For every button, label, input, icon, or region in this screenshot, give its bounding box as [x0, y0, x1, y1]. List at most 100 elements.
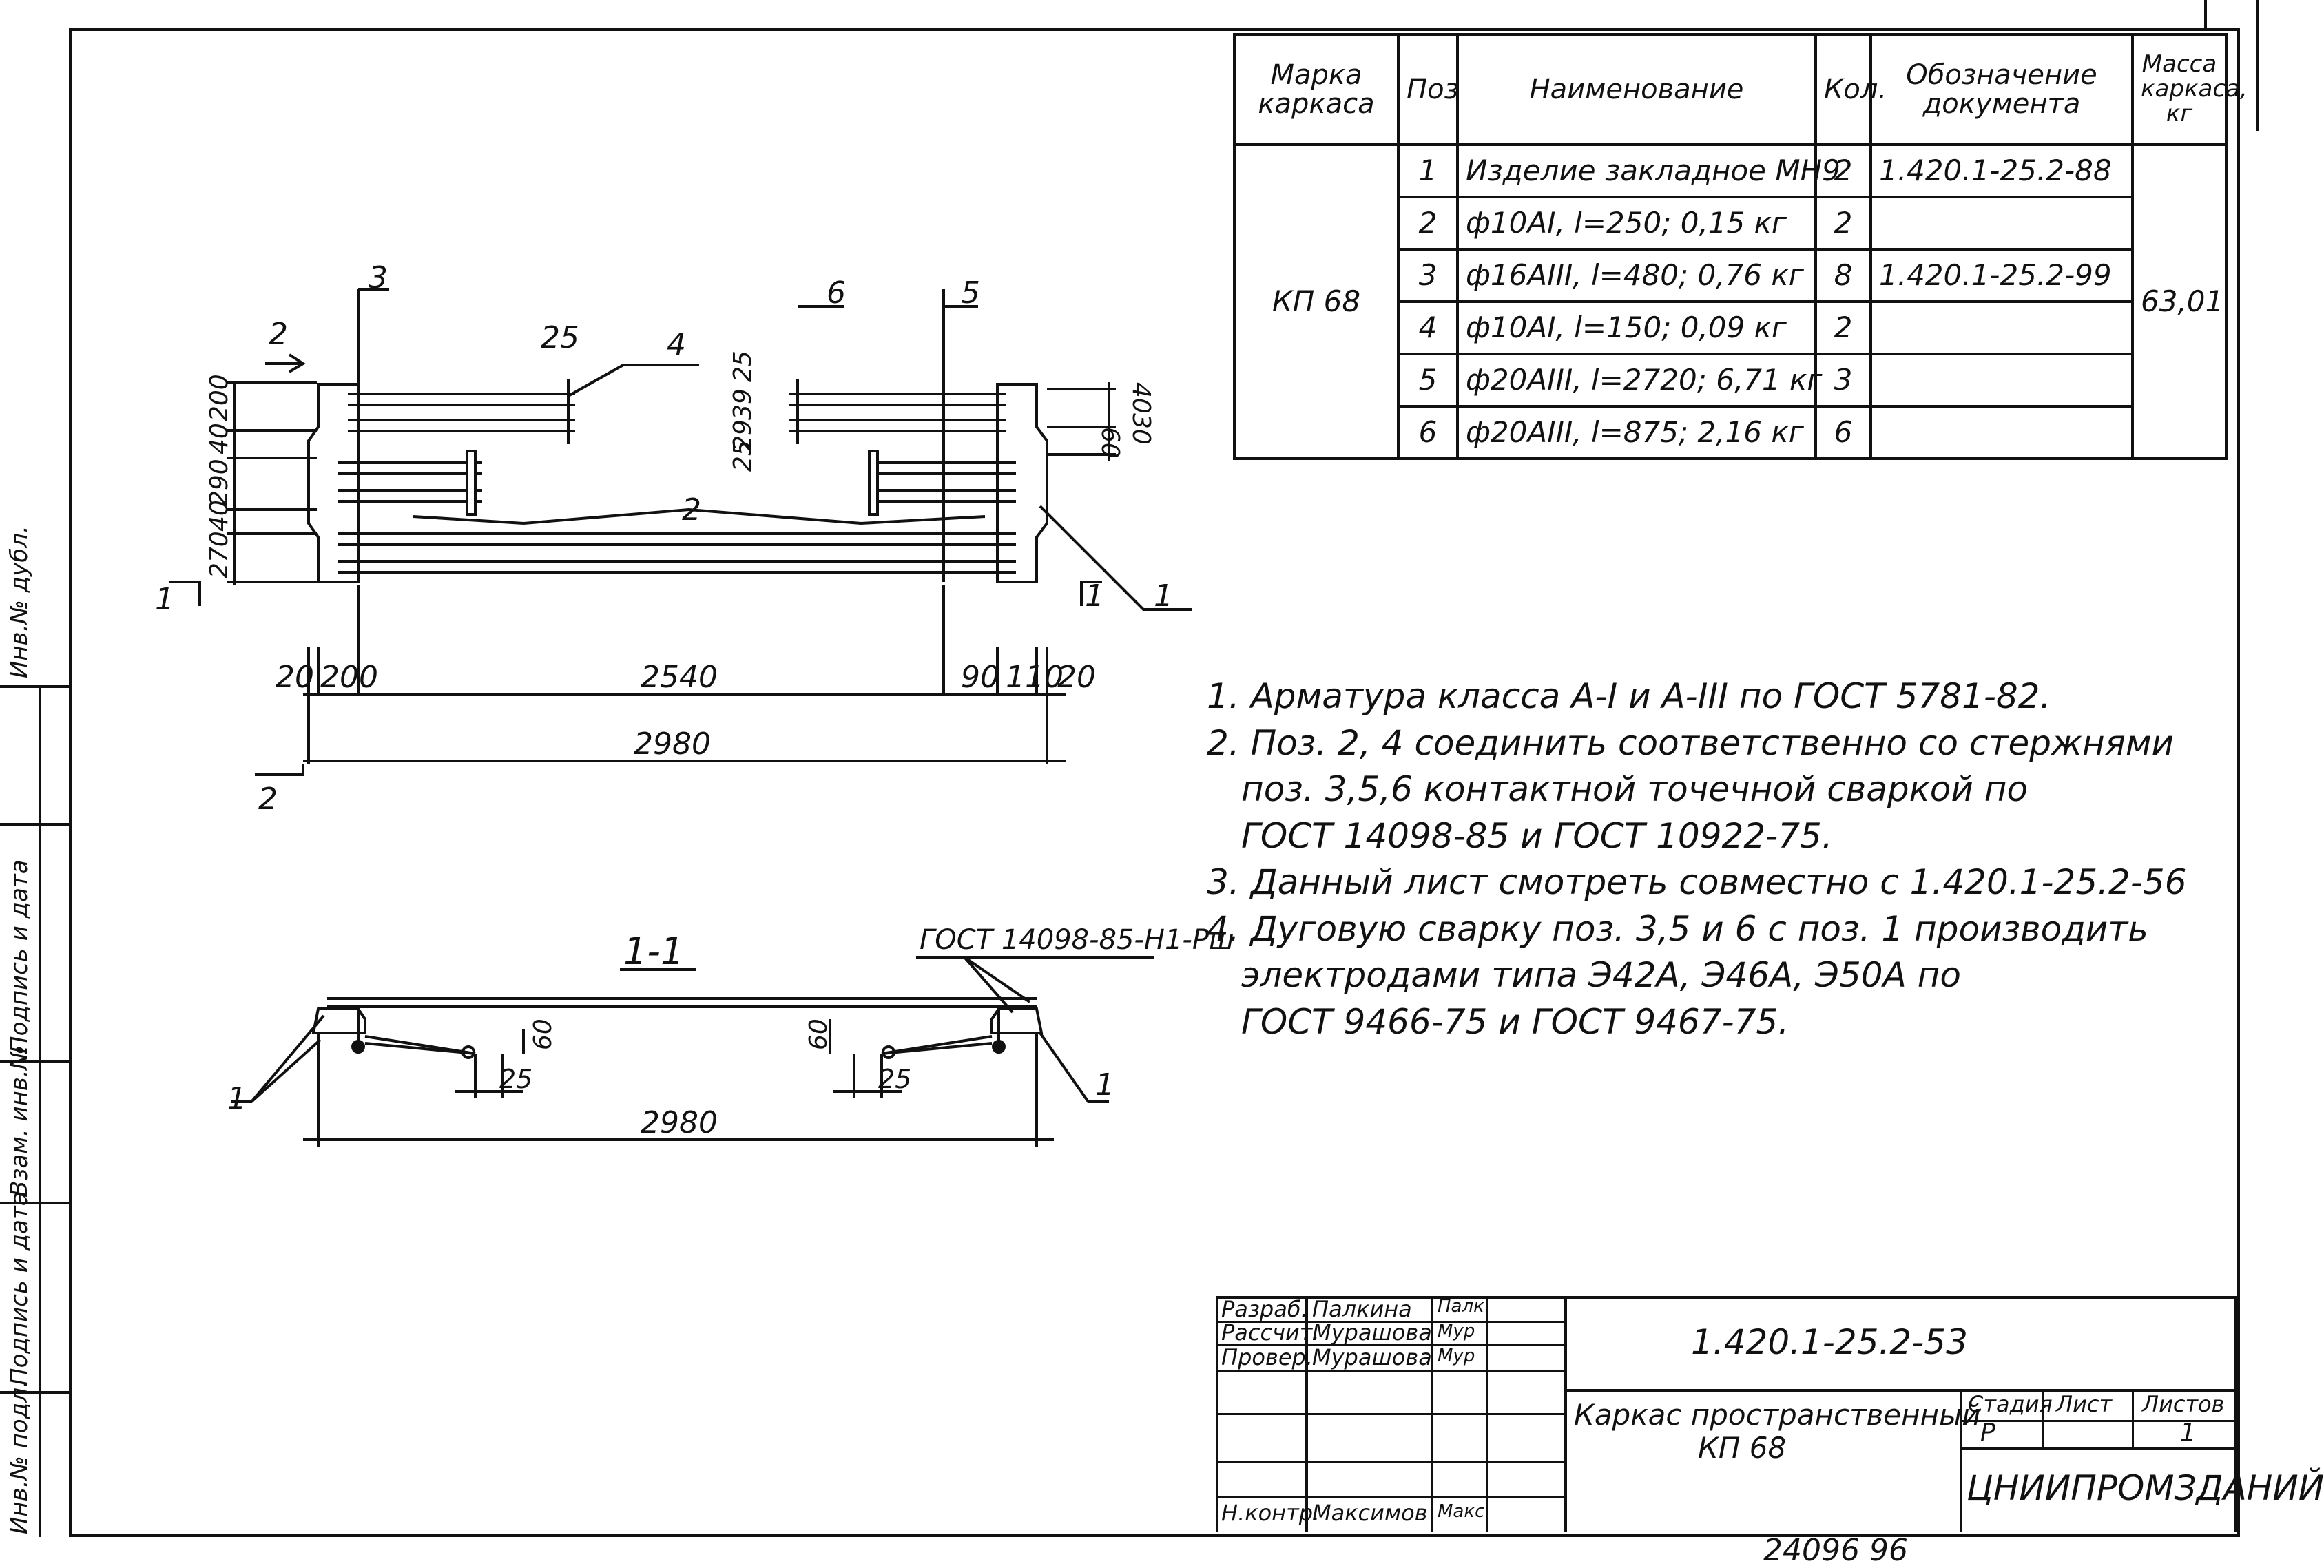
archive-number: 24096 96: [1763, 1533, 1908, 1568]
row-name: ф20АIII, l=2720; 6,71 кг: [1456, 353, 1823, 408]
row-doc: [1869, 405, 2134, 460]
mass-value: 63,01: [2131, 143, 2228, 460]
dim-label: 40: [1127, 382, 1155, 414]
header-poz: Поз: [1397, 33, 1459, 146]
row-doc: [1869, 353, 2134, 408]
callout: 5: [961, 275, 980, 311]
plan-labels: 3 4 6 5 2 2 1 1 1 2 20 200 2540 90 110 2…: [155, 260, 1173, 817]
drawing-title-mark: КП 68: [1698, 1431, 1787, 1465]
stage-value: Р: [1980, 1419, 1995, 1447]
note-line: электродами типа Э42А, Э46А, Э50А по: [1241, 955, 1961, 995]
general-notes: 1. Арматура класса А-I и А-III по ГОСТ 5…: [1207, 673, 2187, 1045]
dim-label: 60: [805, 1018, 833, 1050]
row-doc: [1869, 300, 2134, 355]
dim-label: 39: [729, 388, 757, 420]
section-mark: 2: [258, 782, 278, 817]
callout: 1: [227, 1081, 247, 1116]
dim-label: 25: [729, 440, 757, 472]
dim-label: 25: [729, 351, 757, 382]
table-row: КП 68 1 Изделие закладное МН9 2 1.420.1-…: [1233, 143, 2228, 460]
header-name: Наименование: [1456, 33, 1817, 146]
note-line: ГОСТ 9466-75 и ГОСТ 9467-75.: [1241, 1001, 1789, 1042]
frame-top-tick: [2204, 0, 2207, 28]
row-poz: 3: [1397, 248, 1459, 303]
dim-label: 29: [729, 419, 757, 451]
specification-table: Марка каркаса Поз Наименование Кол. Обоз…: [1233, 33, 2248, 460]
dim-label: 200: [320, 660, 378, 695]
row-poz: 1: [1397, 143, 1459, 198]
note-line: 1. Арматура класса А-I и А-III по ГОСТ 5…: [1207, 676, 2051, 716]
row-poz: 4: [1397, 300, 1459, 355]
section-view: [231, 956, 1154, 1147]
row-qty: 2: [1814, 143, 1872, 198]
row-qty: 3: [1814, 353, 1872, 408]
drawing-title: Каркас пространственный: [1574, 1398, 1981, 1432]
person-name: Максимов: [1312, 1500, 1428, 1526]
header-mass: Масса каркаса, кг: [2131, 33, 2248, 146]
note-line: поз. 3,5,6 контактной точечной сваркой п…: [1241, 769, 2029, 809]
person-name: Мурашова: [1312, 1319, 1432, 1346]
section-labels: 1-1 ГОСТ 14098-85-Н1-Рш 60 25 60 25 2980…: [227, 924, 1234, 1140]
dim-label: 60: [1096, 427, 1124, 459]
sheet-label: Лист: [2056, 1391, 2113, 1417]
dim-label: 60: [529, 1018, 557, 1050]
row-name: ф16АIII, l=480; 0,76 кг: [1456, 248, 1817, 303]
row-qty: 8: [1814, 248, 1872, 303]
table-row: 5 ф20АIII, l=2720; 6,71 кг 3: [1234, 353, 2226, 408]
dim-label: 25: [499, 1064, 532, 1094]
sheets-label: Листов: [2142, 1391, 2225, 1417]
person-name: Мурашова: [1312, 1344, 1432, 1370]
dim-label: 30: [1127, 413, 1155, 445]
total-dim-label: 2980: [634, 726, 711, 762]
table-row: 4 ф10АI, l=150; 0,09 кг 2: [1234, 300, 2226, 355]
signature: Мур: [1438, 1346, 1475, 1366]
dim-label: 25: [541, 320, 579, 355]
callout: 4: [667, 327, 686, 362]
person-name: Палкина: [1312, 1296, 1412, 1322]
dim-label: 20: [1057, 660, 1096, 695]
row-poz: 2: [1397, 196, 1459, 251]
dim-label: 200: [205, 374, 234, 421]
section-mark: 1: [1085, 578, 1104, 614]
header-qty: Кол.: [1814, 33, 1887, 146]
row-name: ф10АI, l=250; 0,15 кг: [1456, 196, 1817, 251]
row-qty: 6: [1814, 405, 1872, 460]
callout: 6: [827, 275, 846, 311]
header-marka: Марка каркаса: [1233, 33, 1400, 146]
row-doc: 1.420.1-25.2-99: [1869, 248, 2134, 303]
section-mark: 2: [269, 317, 288, 352]
leader-line: [568, 364, 699, 397]
row-poz: 6: [1397, 405, 1459, 460]
plan-view: [169, 288, 1192, 776]
note-line: 3. Данный лист смотреть совместно с 1.42…: [1207, 862, 2187, 902]
row-qty: 2: [1814, 196, 1872, 251]
title-block: Разраб. Палкина Рассчит. Мурашова Провер…: [1216, 1296, 2324, 1532]
dim-label: 2540: [641, 660, 718, 695]
callout: 3: [369, 260, 388, 295]
header-doc: Обозначение документа: [1869, 33, 2134, 146]
role-label: Рассчит.: [1221, 1319, 1320, 1346]
dim-label: 25: [878, 1064, 911, 1094]
signature: Мур: [1438, 1321, 1475, 1341]
weld-reference: ГОСТ 14098-85-Н1-Рш: [920, 924, 1234, 956]
dim-label: 110: [1006, 660, 1064, 695]
role-label: Провер.: [1221, 1344, 1313, 1370]
signature: Палк: [1438, 1296, 1484, 1317]
table-row: 3 ф16АIII, l=480; 0,76 кг 8 1.420.1-25.2…: [1234, 248, 2226, 303]
frame-right-tick: [2256, 0, 2259, 131]
organization: ЦНИИПРОМЗДАНИЙ: [1967, 1468, 2324, 1508]
row-doc: [1869, 196, 2134, 251]
table-row: 6 ф20АIII, l=875; 2,16 кг 6: [1234, 405, 2226, 460]
row-name: Изделие закладное МН9: [1456, 143, 1840, 198]
embedded-plate-right: [996, 383, 1048, 583]
section-title: 1-1: [623, 930, 684, 973]
sheets-value: 1: [2180, 1419, 2196, 1447]
stage-label: Стадия: [1968, 1391, 2053, 1417]
callout: 1: [1095, 1067, 1114, 1102]
dim-label: 270: [205, 531, 234, 578]
embedded-plate-left: [307, 383, 360, 583]
table-row: 2 ф10АI, l=250; 0,15 кг 2: [1234, 196, 2226, 251]
dim-label: 290: [205, 459, 234, 506]
role-label: Разраб.: [1221, 1296, 1308, 1322]
dim-label: 20: [276, 660, 314, 695]
